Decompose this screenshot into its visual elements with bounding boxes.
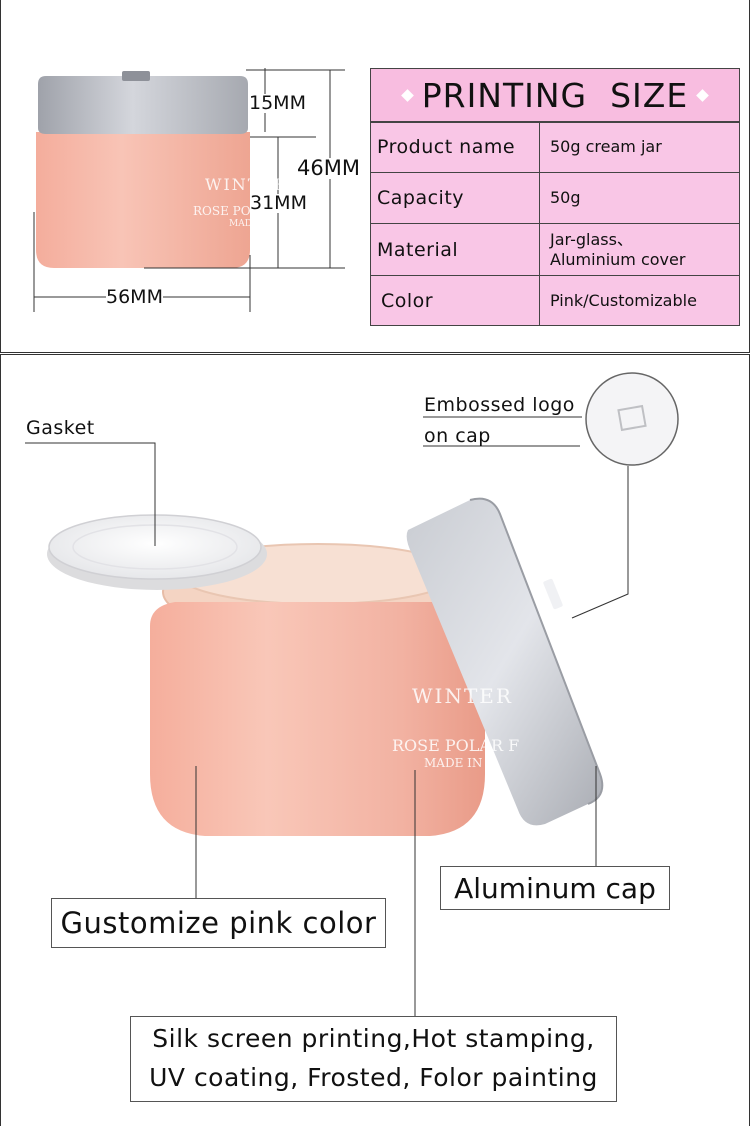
total-height-label: 46MM — [297, 156, 360, 180]
spec-row-product-name: Product name 50g cream jar — [371, 121, 739, 172]
spec-value: 50g — [550, 188, 581, 207]
cap-small — [38, 76, 248, 134]
embossed-logo-magnified — [585, 372, 679, 466]
printing-options-callout: Silk screen printing,Hot stamping, UV co… — [130, 1016, 617, 1102]
diamond-icon — [400, 89, 414, 102]
spec-title-text: PRINTING SIZE — [421, 76, 689, 115]
logo-icon — [617, 404, 647, 432]
printing-options-line: Silk screen printing,Hot stamping, — [152, 1024, 595, 1054]
embossed-logo-label-line2: on cap — [424, 425, 491, 447]
exploded-product-view — [25, 372, 679, 1016]
spec-label: Capacity — [371, 173, 540, 223]
spec-row-color: Color Pink/Customizable — [371, 275, 739, 326]
jar-print-large-line: ROSE POLAR F — [392, 736, 520, 755]
spec-value: Jar-glass、 Aluminium cover — [550, 229, 686, 269]
customize-color-callout: Gustomize pink color — [51, 898, 386, 948]
logo-emboss-small — [122, 71, 150, 81]
spec-label: Color — [371, 276, 540, 326]
body-height-label: 31MM — [250, 192, 307, 214]
aluminum-cap-large — [406, 498, 603, 826]
cap-height-label: 15MM — [249, 92, 306, 114]
spec-label: Product name — [371, 122, 540, 172]
jar-body-large — [150, 602, 485, 836]
cap-logo-emboss — [543, 578, 563, 610]
printing-options-line: UV coating, Frosted, Folor painting — [149, 1063, 598, 1092]
spec-value: Pink/Customizable — [550, 291, 697, 310]
jar-print-small: WINTER — [205, 175, 288, 194]
aluminum-cap-callout: Aluminum cap — [440, 866, 670, 910]
spec-row-material: Material Jar-glass、 Aluminium cover — [371, 223, 739, 275]
jar-body-small — [36, 132, 250, 268]
jar-dimension-diagram — [33, 68, 345, 312]
spec-row-capacity: Capacity 50g — [371, 172, 739, 223]
jar-print-large-line: MADE IN — [424, 756, 483, 770]
jar-print-line: MADE — [229, 219, 259, 229]
spec-value: 50g cream jar — [550, 137, 662, 156]
diameter-label: 56MM — [106, 286, 163, 308]
spec-label: Material — [371, 224, 540, 275]
diamond-icon — [696, 89, 710, 102]
spec-table: PRINTING SIZE Product name 50g cream jar… — [370, 68, 740, 326]
jar-print-large-line: WINTER — [412, 684, 513, 708]
spec-table-title: PRINTING SIZE — [371, 69, 739, 123]
gasket-label: Gasket — [26, 417, 95, 439]
jar-print-line: WINTER — [205, 175, 289, 194]
embossed-logo-label-line1: Embossed logo — [424, 394, 575, 416]
